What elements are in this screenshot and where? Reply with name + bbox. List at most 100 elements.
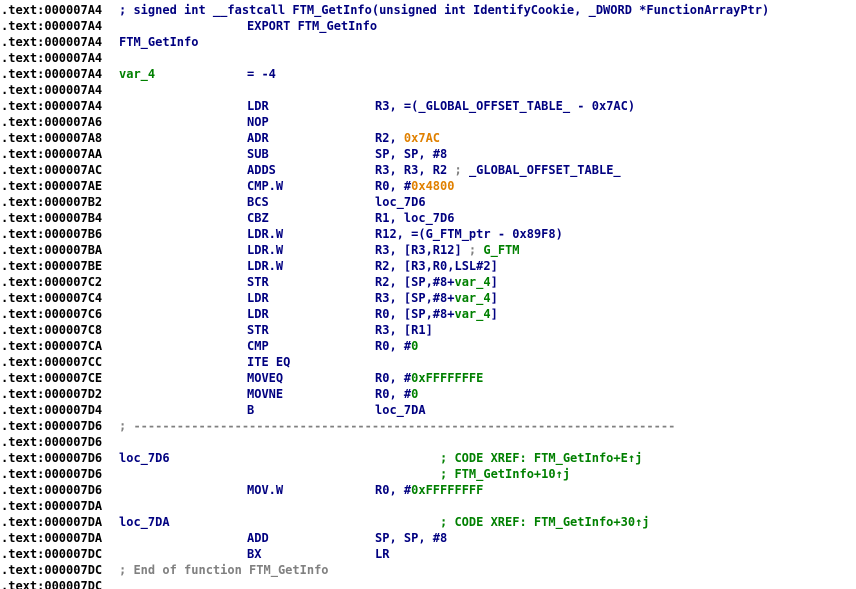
- address: .text:000007DC: [1, 579, 103, 589]
- operand[interactable]: R0, #0: [375, 386, 418, 402]
- listing-line[interactable]: .text:000007CA CMP R0, #0: [0, 338, 856, 354]
- listing-line[interactable]: .text:000007DC: [0, 578, 856, 589]
- mnemonic[interactable]: NOP: [247, 115, 269, 129]
- address: .text:000007A4: [1, 35, 103, 49]
- listing-line[interactable]: .text:000007BE LDR.W R2, [R3,R0,LSL#2]: [0, 258, 856, 274]
- operand[interactable]: R2, [SP,#8+var_4]: [375, 274, 498, 290]
- code-label[interactable]: loc_7DA: [119, 515, 170, 529]
- listing-line[interactable]: .text:000007D4 B loc_7DA: [0, 402, 856, 418]
- listing-line[interactable]: .text:000007A4 ; signed int __fastcall F…: [0, 2, 856, 18]
- operand[interactable]: R2, 0x7AC: [375, 130, 440, 146]
- listing-line[interactable]: .text:000007C6 LDR R0, [SP,#8+var_4]: [0, 306, 856, 322]
- operand[interactable]: R3, =(_GLOBAL_OFFSET_TABLE_ - 0x7AC): [375, 99, 636, 113]
- mnemonic[interactable]: SUB: [247, 147, 269, 161]
- operand[interactable]: R3, [R1]: [375, 323, 433, 337]
- operand[interactable]: R2, [R3,R0,LSL#2]: [375, 259, 498, 273]
- mnemonic[interactable]: LDR: [247, 99, 269, 113]
- operand[interactable]: R12, =(G_FTM_ptr - 0x89F8): [375, 227, 563, 241]
- listing-line[interactable]: .text:000007AE CMP.W R0, #0x4800: [0, 178, 856, 194]
- listing-line[interactable]: .text:000007DC ; End of function FTM_Get…: [0, 562, 856, 578]
- listing-line[interactable]: .text:000007A4: [0, 50, 856, 66]
- listing-line[interactable]: .text:000007B2 BCS loc_7D6: [0, 194, 856, 210]
- operand[interactable]: R0, #0xFFFFFFFE: [375, 370, 483, 386]
- listing-line[interactable]: .text:000007A4 var_4 = -4: [0, 66, 856, 82]
- branch-target[interactable]: loc_7DA: [375, 403, 426, 417]
- listing-line[interactable]: .text:000007B6 LDR.W R12, =(G_FTM_ptr - …: [0, 226, 856, 242]
- mnemonic[interactable]: CMP.W: [247, 179, 284, 193]
- mnemonic[interactable]: ADD: [247, 531, 269, 545]
- listing-line[interactable]: .text:000007CE MOVEQ R0, #0xFFFFFFFE: [0, 370, 856, 386]
- operand[interactable]: R0, #0: [375, 338, 418, 354]
- mnemonic[interactable]: LDR.W: [247, 227, 284, 241]
- symbol-comment[interactable]: G_FTM: [483, 243, 520, 257]
- stack-variable-ref[interactable]: var_4: [454, 275, 491, 289]
- listing-line[interactable]: .text:000007D2 MOVNE R0, #0: [0, 386, 856, 402]
- function-label[interactable]: FTM_GetInfo: [119, 35, 199, 49]
- mnemonic[interactable]: LDR: [247, 307, 269, 321]
- listing-line[interactable]: .text:000007AA SUB SP, SP, #8: [0, 146, 856, 162]
- mnemonic[interactable]: STR: [247, 323, 269, 337]
- listing-line[interactable]: .text:000007A4: [0, 82, 856, 98]
- listing-line[interactable]: .text:000007A6 NOP: [0, 114, 856, 130]
- listing-line[interactable]: .text:000007DC BX LR: [0, 546, 856, 562]
- listing-line[interactable]: .text:000007DA: [0, 498, 856, 514]
- branch-target[interactable]: loc_7D6: [375, 195, 426, 209]
- mnemonic[interactable]: MOV.W: [247, 483, 284, 497]
- stack-variable-name[interactable]: var_4: [119, 67, 156, 81]
- stack-variable-ref[interactable]: var_4: [454, 307, 491, 321]
- mnemonic[interactable]: CBZ: [247, 211, 269, 225]
- operand[interactable]: R0, #0xFFFFFFFF: [375, 482, 483, 498]
- mnemonic[interactable]: LDR.W: [247, 259, 284, 273]
- listing-line[interactable]: .text:000007D6 ; -----------------------…: [0, 418, 856, 434]
- mnemonic[interactable]: ADR: [247, 131, 269, 145]
- directive[interactable]: EXPORT FTM_GetInfo: [247, 19, 378, 33]
- code-label[interactable]: loc_7D6: [119, 451, 170, 465]
- listing-line[interactable]: .text:000007D6 ; FTM_GetInfo+10↑j: [0, 466, 856, 482]
- operand[interactable]: SP, SP, #8: [375, 531, 448, 545]
- mnemonic[interactable]: B: [247, 403, 255, 417]
- mnemonic[interactable]: LDR: [247, 291, 269, 305]
- operand[interactable]: R3, [R3,R12] ; G_FTM: [375, 242, 520, 258]
- address: .text:000007A6: [1, 115, 103, 129]
- operand[interactable]: LR: [375, 547, 390, 561]
- listing-line[interactable]: .text:000007C2 STR R2, [SP,#8+var_4]: [0, 274, 856, 290]
- listing-line[interactable]: .text:000007D6: [0, 434, 856, 450]
- operand[interactable]: SP, SP, #8: [375, 147, 448, 161]
- mnemonic[interactable]: ADDS: [247, 163, 276, 177]
- listing-line[interactable]: .text:000007B4 CBZ R1, loc_7D6: [0, 210, 856, 226]
- listing-line[interactable]: .text:000007C4 LDR R3, [SP,#8+var_4]: [0, 290, 856, 306]
- xref-comment[interactable]: ; FTM_GetInfo+10↑j: [440, 467, 571, 481]
- stack-variable-ref[interactable]: var_4: [454, 291, 491, 305]
- listing-line[interactable]: .text:000007AC ADDS R3, R3, R2 ; _GLOBAL…: [0, 162, 856, 178]
- mnemonic[interactable]: CMP: [247, 339, 269, 353]
- address: .text:000007D6: [1, 419, 103, 433]
- mnemonic[interactable]: ITE EQ: [247, 355, 291, 369]
- operand[interactable]: R3, R3, R2 ; _GLOBAL_OFFSET_TABLE_: [375, 162, 621, 178]
- xref-comment[interactable]: ; CODE XREF: FTM_GetInfo+30↑j: [440, 515, 650, 529]
- mnemonic[interactable]: MOVEQ: [247, 371, 284, 385]
- listing-line[interactable]: .text:000007A4 FTM_GetInfo: [0, 34, 856, 50]
- operand[interactable]: R0, [SP,#8+var_4]: [375, 306, 498, 322]
- listing-line[interactable]: .text:000007A4 LDR R3, =(_GLOBAL_OFFSET_…: [0, 98, 856, 114]
- listing-line[interactable]: .text:000007DA ADD SP, SP, #8: [0, 530, 856, 546]
- mnemonic[interactable]: MOVNE: [247, 387, 284, 401]
- listing-line[interactable]: .text:000007D6 MOV.W R0, #0xFFFFFFFF: [0, 482, 856, 498]
- listing-line[interactable]: .text:000007D6 loc_7D6 ; CODE XREF: FTM_…: [0, 450, 856, 466]
- operand[interactable]: R0, #0x4800: [375, 178, 454, 194]
- operand[interactable]: R1, loc_7D6: [375, 211, 455, 225]
- listing-line[interactable]: .text:000007DA loc_7DA ; CODE XREF: FTM_…: [0, 514, 856, 530]
- symbol-reference[interactable]: _GLOBAL_OFFSET_TABLE_: [468, 163, 621, 177]
- listing-line[interactable]: .text:000007C8 STR R3, [R1]: [0, 322, 856, 338]
- address: .text:000007CC: [1, 355, 103, 369]
- mnemonic[interactable]: BCS: [247, 195, 269, 209]
- xref-comment[interactable]: ; CODE XREF: FTM_GetInfo+E↑j: [440, 451, 643, 465]
- listing-line[interactable]: .text:000007BA LDR.W R3, [R3,R12] ; G_FT…: [0, 242, 856, 258]
- listing-line[interactable]: .text:000007A4 EXPORT FTM_GetInfo: [0, 18, 856, 34]
- listing-line[interactable]: .text:000007A8 ADR R2, 0x7AC: [0, 130, 856, 146]
- mnemonic[interactable]: LDR.W: [247, 243, 284, 257]
- listing-line[interactable]: .text:000007CC ITE EQ: [0, 354, 856, 370]
- operand-register: R2,: [375, 131, 404, 145]
- operand[interactable]: R3, [SP,#8+var_4]: [375, 290, 498, 306]
- mnemonic[interactable]: STR: [247, 275, 269, 289]
- mnemonic[interactable]: BX: [247, 547, 262, 561]
